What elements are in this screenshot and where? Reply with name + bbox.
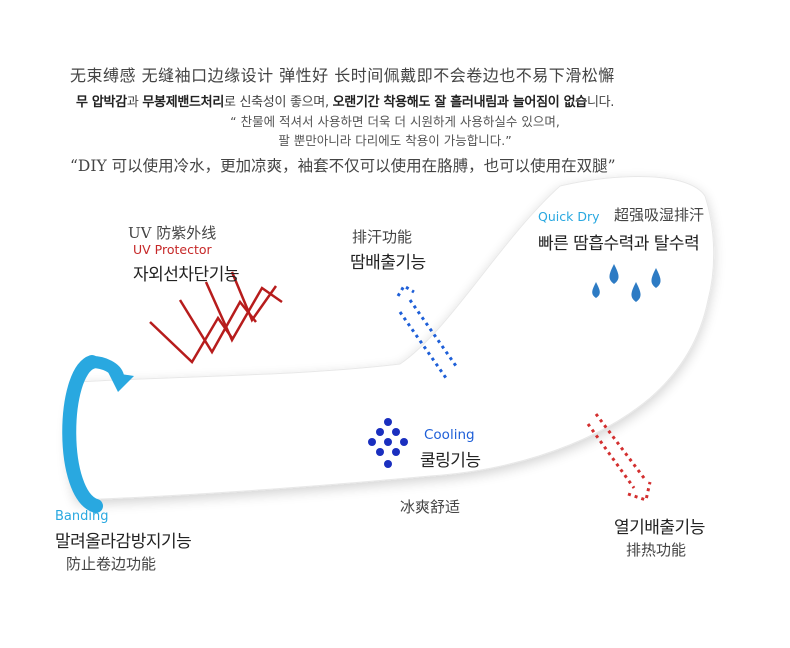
kr-emph-3: 오랜기간 착용해도 잘 흘러내림과 늘어짐이 없습 xyxy=(332,95,588,110)
banding-label-cn: 防止卷边功能 xyxy=(66,555,157,573)
banding-label-kr: 말려올라감방지기능 xyxy=(55,532,192,552)
cooling-label-en: Cooling xyxy=(424,427,475,443)
heat-label-cn: 排热功能 xyxy=(626,541,687,559)
uv-label-cn: UV 防紫外线 xyxy=(128,224,217,242)
kr-emph-2: 무봉제밴드처리 xyxy=(142,95,224,110)
header-cn-title: 无束缚感 无缝袖口边缘设计 弹性好 长时间佩戴即不会卷边也不易下滑松懈 xyxy=(70,66,615,85)
header-kr-line2: “ 찬물에 적셔서 사용하면 더욱 더 시원하게 사용하실수 있으며, xyxy=(230,114,560,129)
heat-dotted-arrow-icon xyxy=(586,413,652,502)
banding-rotate-icon xyxy=(62,355,134,513)
uv-zigzag-arrows-icon xyxy=(149,271,283,364)
kr-text-1: 과 xyxy=(126,95,143,110)
header-kr-line3: 팔 뿐만아니라 다리에도 착용이 가능합니다.” xyxy=(278,133,512,148)
heat-label-kr: 열기배출기능 xyxy=(614,518,705,538)
cooling-label-cn: 冰爽舒适 xyxy=(400,498,461,516)
quickdry-label-en: Quick Dry xyxy=(538,209,600,224)
uv-label-en: UV Protector xyxy=(133,242,212,257)
water-drops-icon xyxy=(592,264,661,302)
sleeve-shape xyxy=(67,176,715,501)
sweat-label-kr: 땀배출기능 xyxy=(350,253,426,273)
header-cn-diy: “DIY 可以使用冷水，更加凉爽，袖套不仅可以使用在胳膊，也可以使用在双腿” xyxy=(70,157,616,175)
quickdry-label-cn: 超强吸湿排汗 xyxy=(614,206,705,224)
uv-label-kr: 자외선차단기능 xyxy=(133,265,239,285)
quickdry-label-kr: 빠른 땀흡수력과 탈수력 xyxy=(538,234,700,254)
cooling-dots-icon xyxy=(368,418,408,468)
kr-text-3: 니다. xyxy=(586,95,615,110)
kr-text-2: 로 신축성이 좋으며, xyxy=(224,95,333,110)
kr-emph-1: 무 압박감 xyxy=(76,95,127,110)
sweat-label-cn: 排汗功能 xyxy=(352,228,413,246)
cooling-label-kr: 쿨링기능 xyxy=(420,451,481,471)
header-kr-line1: 무 압박감과 무봉제밴드처리로 신축성이 좋으며, 오랜기간 착용해도 잘 흘러… xyxy=(76,91,614,110)
banding-label-en: Banding xyxy=(55,509,109,524)
